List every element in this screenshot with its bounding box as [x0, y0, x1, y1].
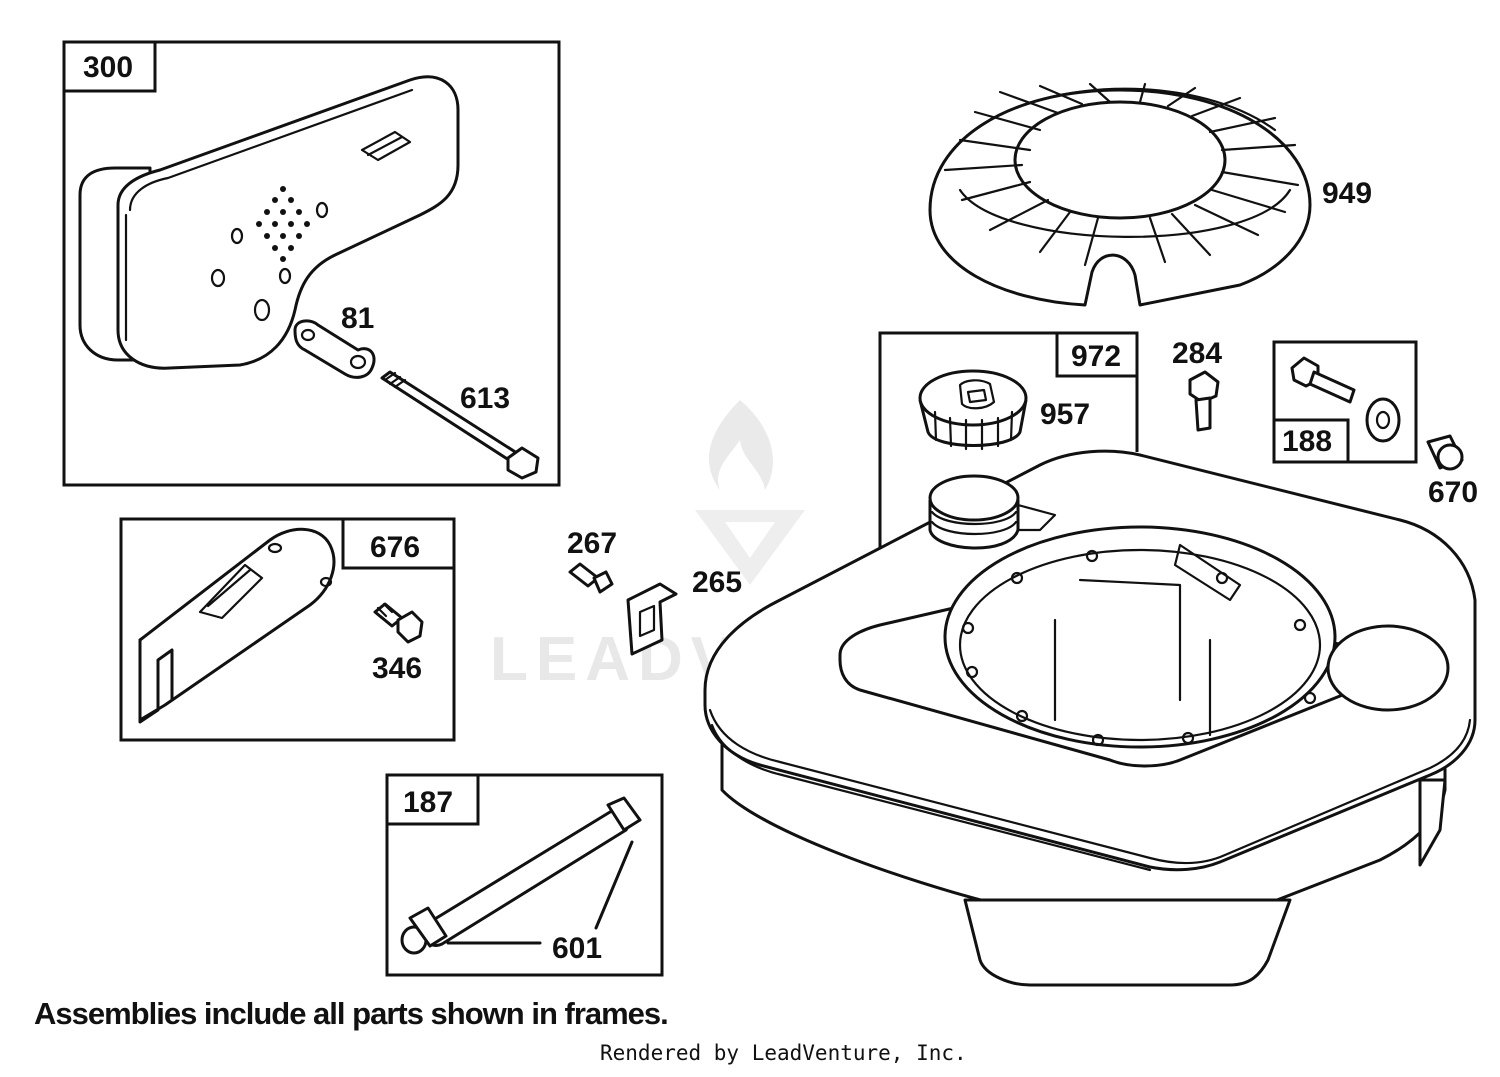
- frame-187-number: 187: [403, 786, 453, 819]
- part-265-label: 265: [692, 566, 742, 599]
- frame-972-tag: [1055, 331, 1139, 378]
- frame-300-tag: [62, 40, 157, 93]
- assemblies-note: Assemblies include all parts shown in fr…: [34, 996, 668, 1031]
- frame-187-tag: [385, 773, 480, 826]
- fuel-cap-957-illustration: [918, 369, 1028, 451]
- part-81-label: 81: [341, 302, 374, 335]
- frame-188-number: 188: [1282, 425, 1332, 458]
- part-613-label: 613: [460, 382, 510, 415]
- render-credit: Rendered by LeadVenture, Inc.: [600, 1041, 967, 1065]
- frame-972-number: 972: [1071, 340, 1121, 373]
- watermark-flame-icon: [708, 400, 773, 490]
- fuel-line-illustration: [400, 796, 642, 955]
- bolt-188-illustration: [1290, 356, 1401, 443]
- frame-676-border: [119, 517, 456, 742]
- frame-187: 187 601: [385, 773, 664, 977]
- frame-188: 188: [1272, 340, 1418, 464]
- screw-346-illustration: [373, 602, 424, 644]
- screw-267: 267: [567, 527, 617, 594]
- part-346-label: 346: [372, 652, 422, 685]
- frame-972: 972 957: [703, 331, 1477, 987]
- frame-676: 676 346: [119, 517, 456, 742]
- fuel-tank-illustration: [703, 449, 1477, 987]
- screen-grille: [943, 82, 1300, 267]
- part-949-label: 949: [1322, 177, 1372, 210]
- part-267-label: 267: [567, 527, 617, 560]
- clip-265: 265: [626, 566, 742, 656]
- frame-676-number: 676: [370, 531, 420, 564]
- frame-187-border: [385, 773, 664, 977]
- muffler-illustration: [78, 75, 460, 370]
- frame-188-tag: [1272, 418, 1350, 464]
- guard-illustration: [138, 527, 336, 724]
- part-284-label: 284: [1172, 337, 1222, 370]
- spacer-670: 670: [1426, 434, 1478, 509]
- bolt-613-illustration: [380, 370, 540, 480]
- part-957-label: 957: [1040, 398, 1090, 431]
- frame-300-border: [62, 40, 561, 487]
- frame-300-number: 300: [83, 51, 133, 84]
- gasket-81-illustration: [293, 319, 376, 379]
- part-601-label: 601: [552, 932, 602, 965]
- screen-949: 949: [928, 82, 1372, 307]
- part-670-label: 670: [1428, 476, 1478, 509]
- frame-676-tag: [341, 517, 456, 570]
- watermark-v-icon: [695, 510, 805, 585]
- bolt-284: 284: [1172, 337, 1222, 432]
- frame-300: 300: [62, 40, 561, 487]
